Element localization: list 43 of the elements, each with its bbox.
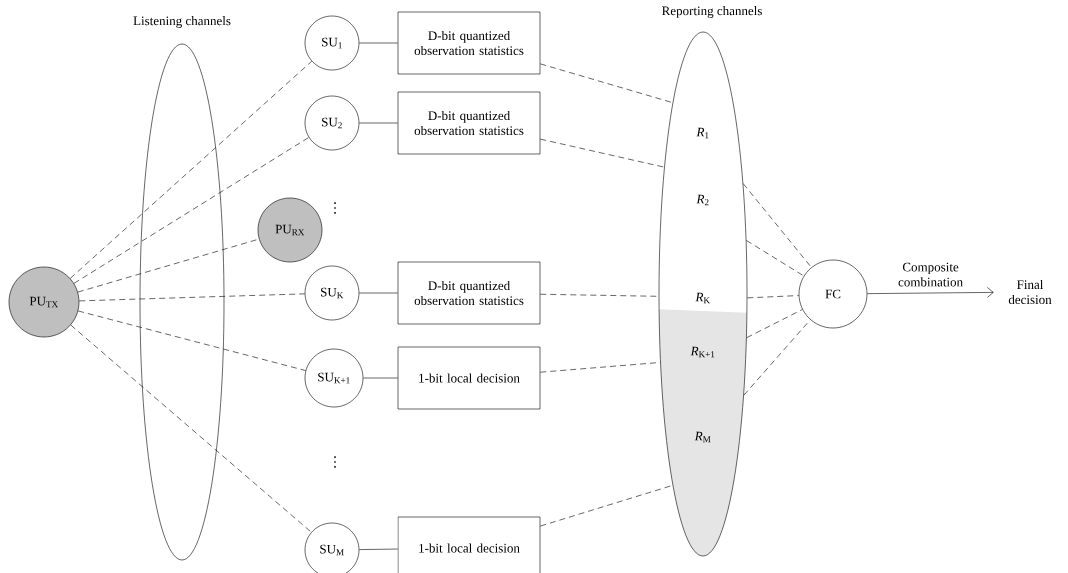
ellipsis-dots: ⋮ [334,456,336,468]
process-box: D-bit quantized observation statistics [397,91,541,155]
connector [540,362,661,373]
connector [747,295,800,299]
connector [363,377,398,379]
connector [359,548,398,550]
channel-label: R$_{K}$ [695,292,710,304]
circle-node: SU$_{K}$ [304,265,360,321]
circle-node: FC [798,259,868,329]
process-box: 1-bit local decision [397,346,541,410]
circle-node: SU$_{2}$ [304,95,360,151]
connector [540,138,665,168]
connector [746,240,805,277]
circle-node: SU$_{1}$ [304,15,360,71]
channel-label: R$_{2}$ [696,194,709,206]
connector [867,287,994,298]
process-box: 1-bit local decision [397,516,541,573]
connector [73,137,310,284]
connector [540,293,659,297]
edge-label: Composite combination [898,262,963,287]
channel-label: R$_{M}$ [694,431,711,443]
channel-title: Reporting channels [662,6,762,18]
connector [746,309,803,338]
connector [743,319,811,396]
channel-label: R$_{K+1}$ [690,346,715,358]
connector [540,63,673,103]
channel-label: R$_{1}$ [696,127,709,139]
connector [359,292,398,294]
connector [742,183,812,268]
connector [540,485,673,527]
connector [77,310,306,371]
connector [79,293,306,302]
connector [359,122,398,124]
circle-node: SU$_{K+1}$ [304,348,364,408]
circle-node: PU$_{RX}$ [257,197,323,263]
connector [70,324,312,533]
circle-node: PU$_{TX}$ [8,266,80,338]
connector [69,60,312,279]
output-text: Final decision [1008,279,1052,305]
channel-title: Listening channels [133,16,231,28]
process-box: D-bit quantized observation statistics [397,11,541,75]
connector [359,42,398,44]
process-box: D-bit quantized observation statistics [397,261,541,325]
